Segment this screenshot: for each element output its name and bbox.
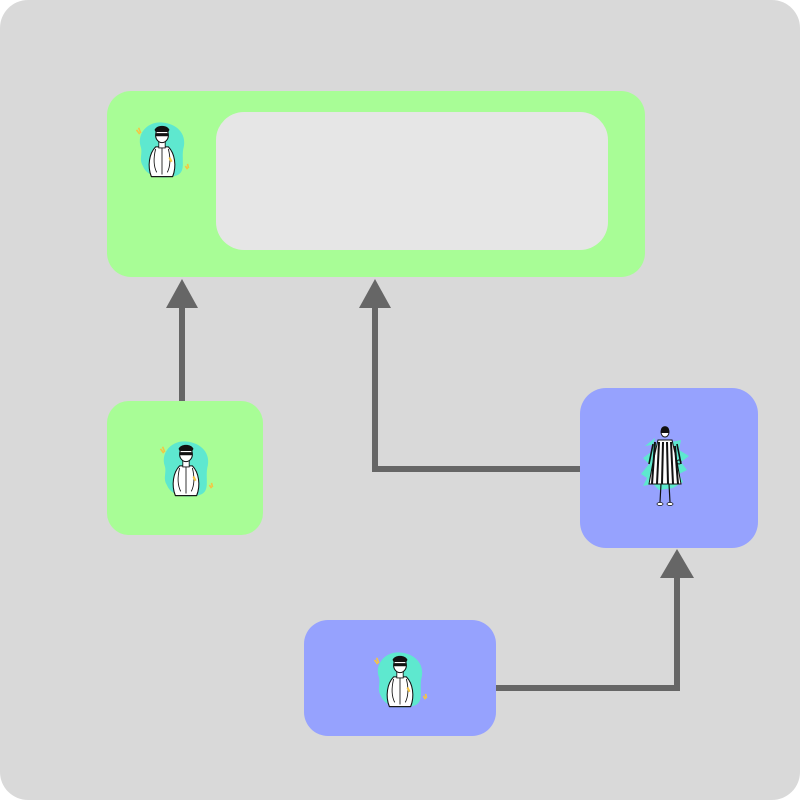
arrowhead xyxy=(166,279,198,308)
edge-bottom-blue-to-right-blue xyxy=(496,549,694,691)
arrowhead xyxy=(359,279,391,308)
arrowhead xyxy=(660,549,694,578)
edge-right-blue-to-main xyxy=(359,279,580,472)
main-content-panel[interactable] xyxy=(216,112,608,250)
edge-small-green-to-main xyxy=(166,279,198,401)
